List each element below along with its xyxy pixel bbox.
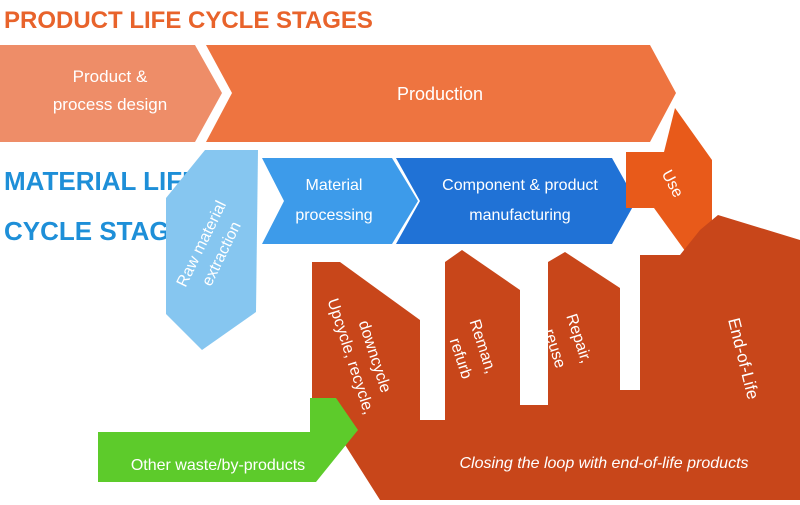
production-arrow <box>206 45 676 142</box>
manufacturing-label-line1: Component & product <box>442 177 598 194</box>
closing-loop-label: Closing the loop with end-of-life produc… <box>459 455 748 472</box>
manufacturing-arrow <box>396 158 636 244</box>
raw-extraction-arrow <box>166 150 258 350</box>
design-label-line2: process design <box>53 95 167 114</box>
material-heading-line1: MATERIAL LIFE <box>4 166 199 196</box>
waste-arrow <box>98 398 358 482</box>
manufacturing-label-line2: manufacturing <box>469 207 570 224</box>
production-label: Production <box>397 84 483 104</box>
end-of-life-shape <box>312 215 800 500</box>
material-processing-label-line1: Material <box>306 177 363 194</box>
material-processing-arrow <box>262 158 418 244</box>
design-label-line1: Product & <box>73 67 148 86</box>
use-arrow <box>626 108 712 255</box>
product-heading: PRODUCT LIFE CYCLE STAGES <box>4 7 373 34</box>
waste-label: Other waste/by-products <box>131 457 305 474</box>
material-processing-label-line2: processing <box>295 207 372 224</box>
design-arrow <box>0 45 222 142</box>
